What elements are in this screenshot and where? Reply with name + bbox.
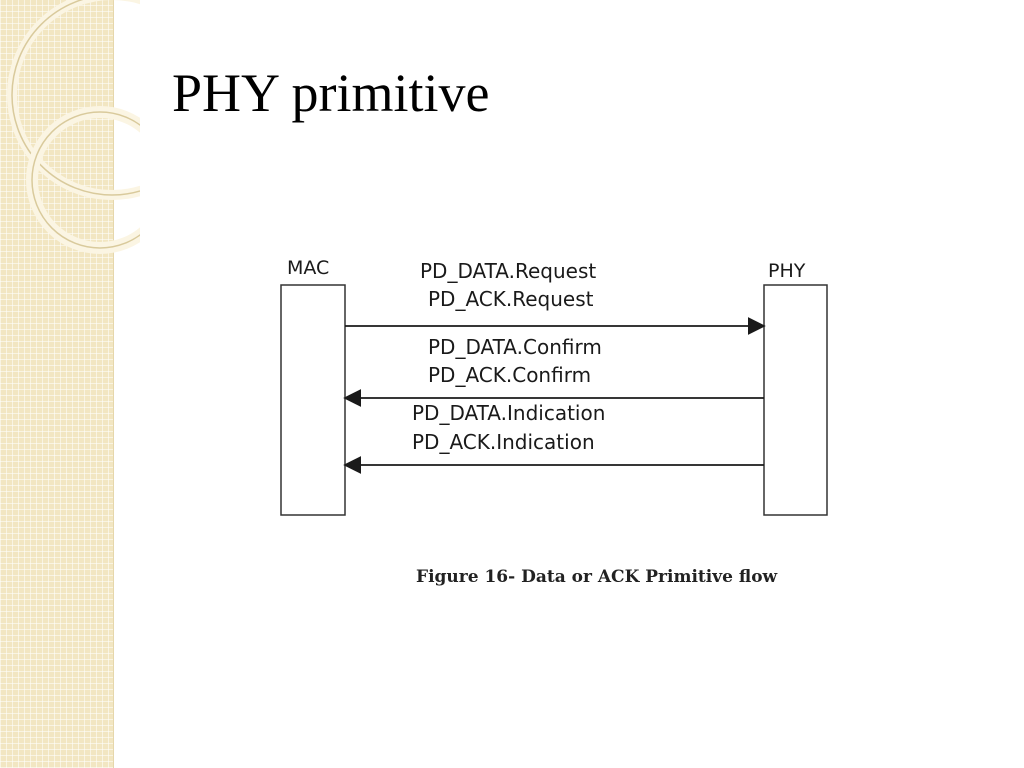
message-3-line-1: PD_DATA.Indication xyxy=(412,401,605,425)
decorative-ring-small-edge xyxy=(31,111,140,249)
slide-title: PHY primitive xyxy=(172,63,490,123)
message-1-line-2: PD_ACK.Request xyxy=(428,287,594,311)
message-3-line-2: PD_ACK.Indication xyxy=(412,430,595,454)
figure-caption: Figure 16- Data or ACK Primitive flow xyxy=(416,567,778,587)
decorative-ring-large-edge xyxy=(11,0,140,196)
phy-lifeline-box xyxy=(763,284,828,516)
message-1-line-1: PD_DATA.Request xyxy=(420,259,596,283)
decorative-circles xyxy=(7,0,140,254)
mac-label: MAC xyxy=(287,257,329,279)
message-2-line-2: PD_ACK.Confirm xyxy=(428,363,591,387)
phy-label: PHY xyxy=(768,260,806,282)
mac-lifeline-box xyxy=(280,284,346,516)
message-2-line-1: PD_DATA.Confirm xyxy=(428,335,602,359)
